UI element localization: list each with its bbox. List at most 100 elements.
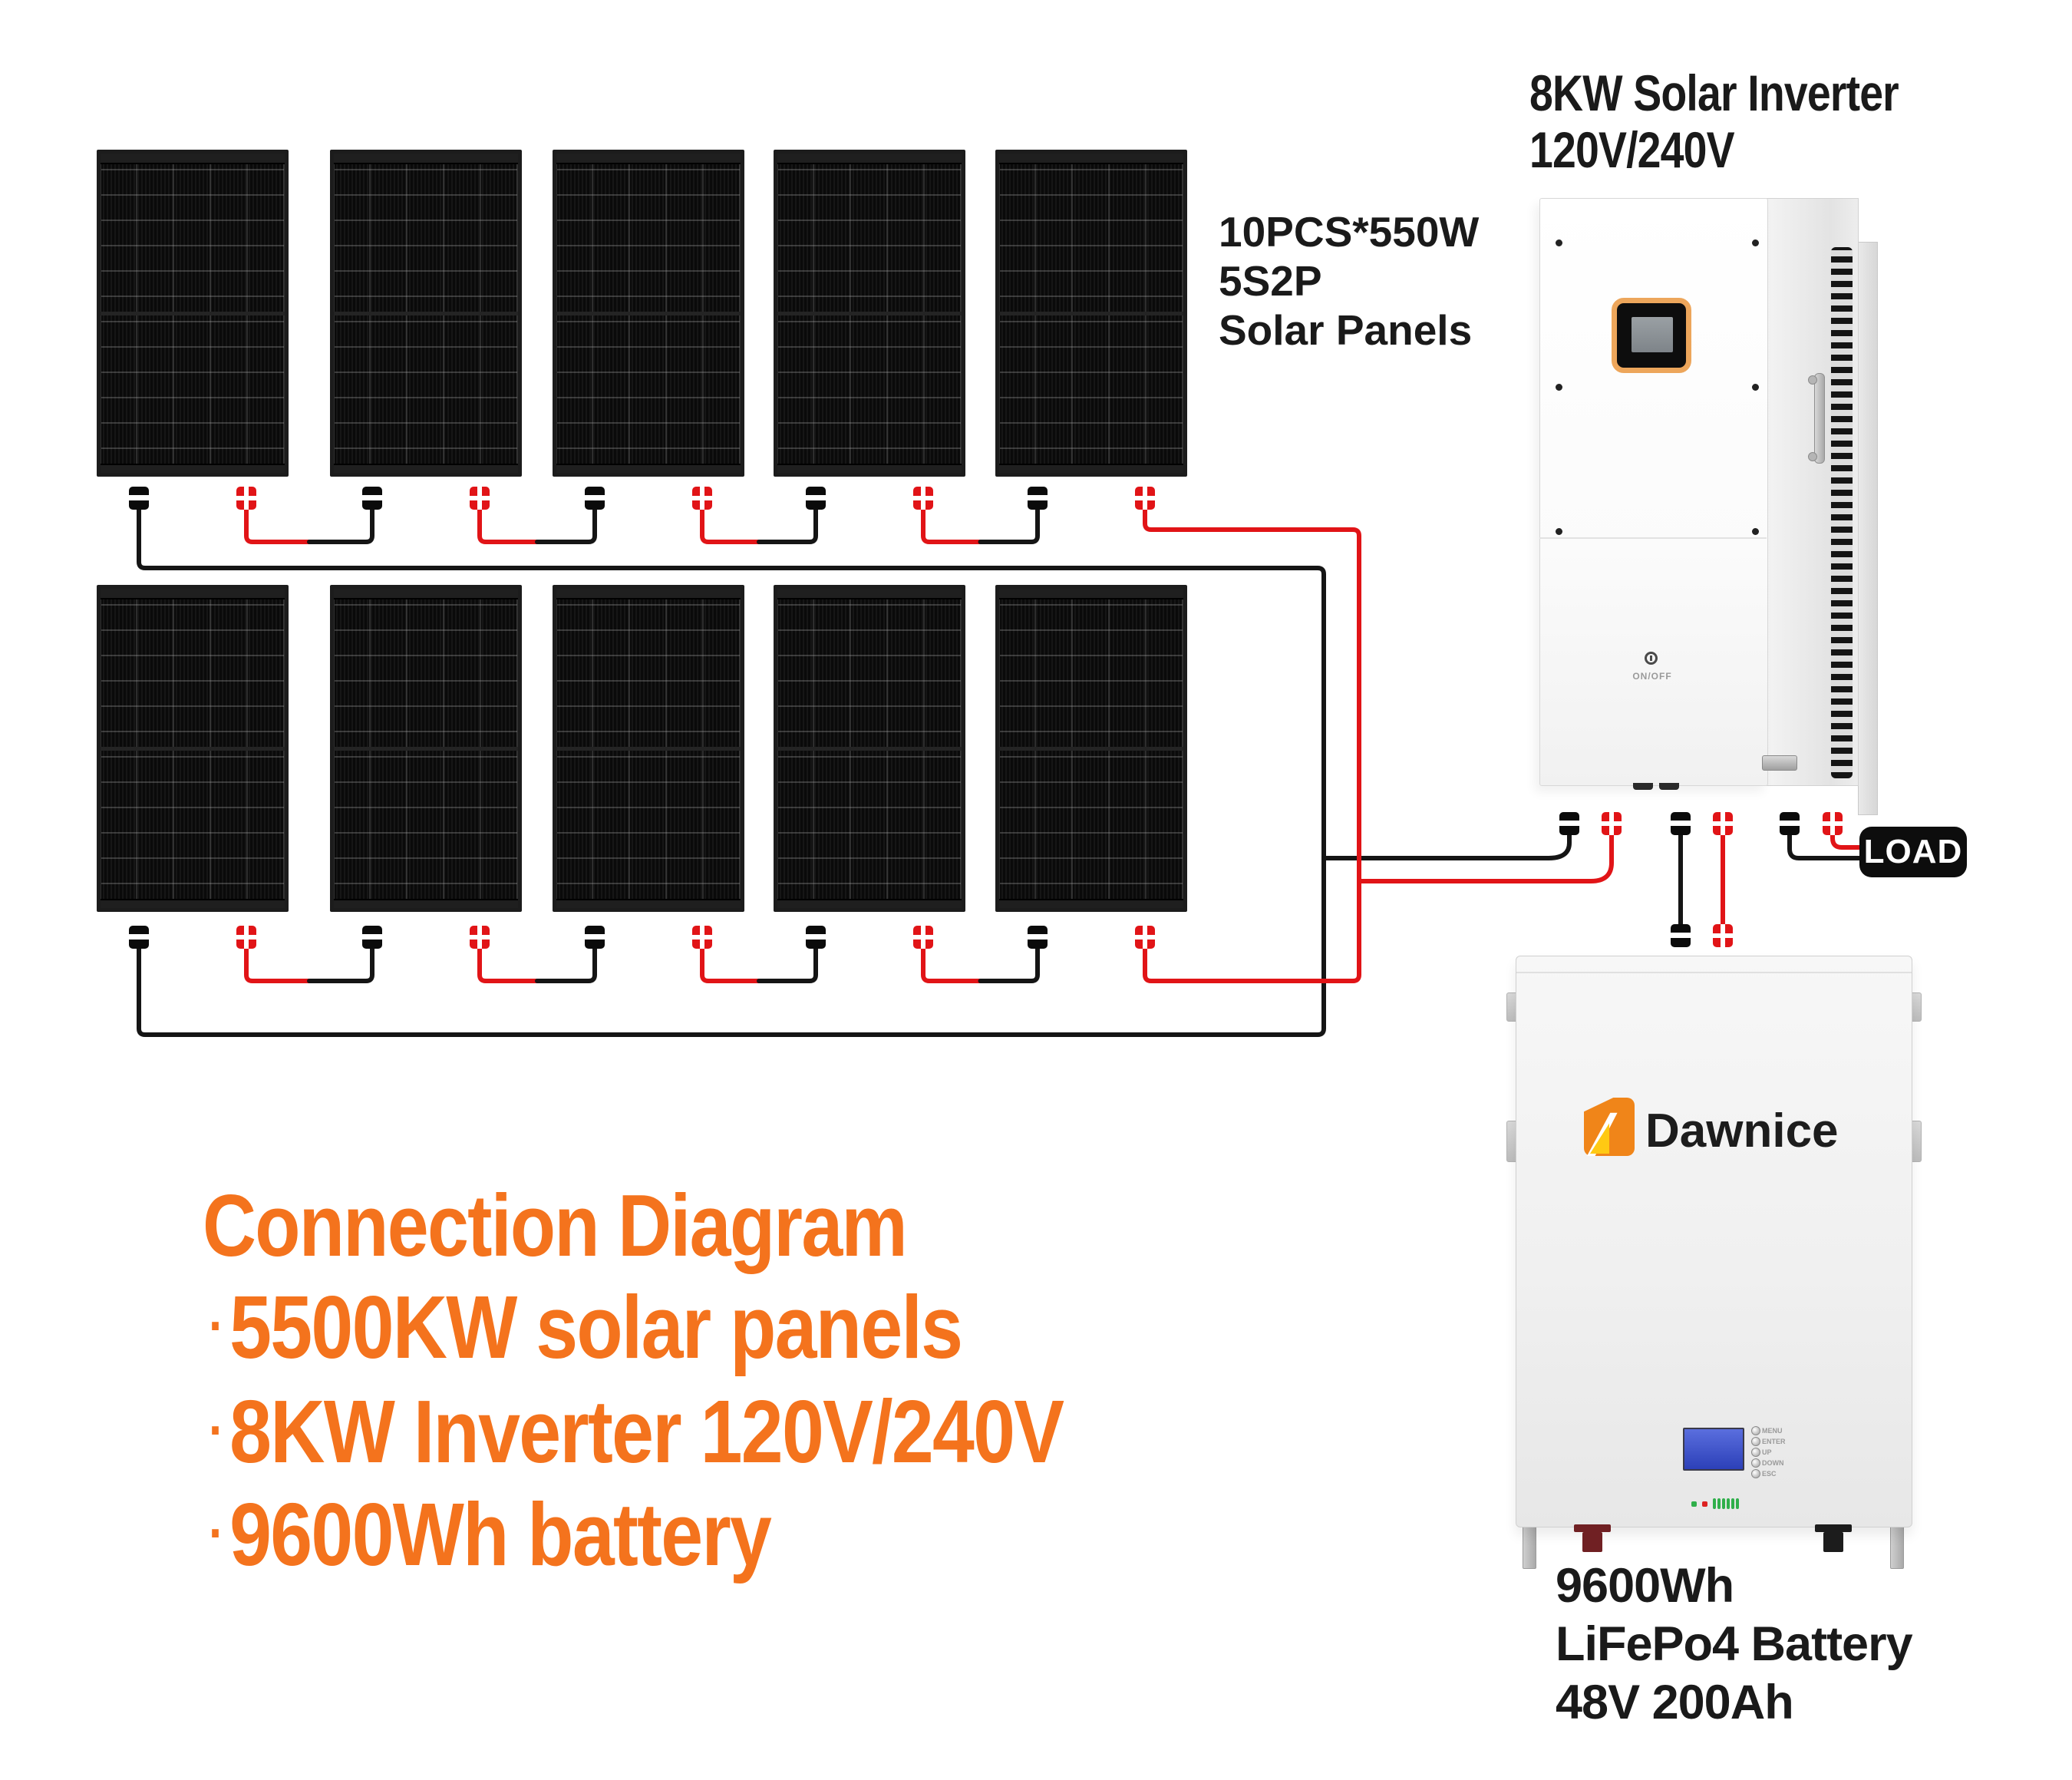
battery-spec-label: 9600Wh LiFePo4 Battery 48V 200Ah — [1556, 1557, 1913, 1732]
brand-wordmark: Dawnice — [1645, 1105, 1839, 1157]
battery-button-menu — [1751, 1426, 1760, 1435]
battery-button-label: ESC — [1762, 1470, 1777, 1478]
solar-panel — [774, 585, 965, 912]
pv-connector-positive-icon — [692, 926, 712, 949]
inverter-wall-bracket — [1858, 242, 1878, 815]
led-indicator-icon — [1713, 1498, 1716, 1509]
led-indicator-icon — [1727, 1498, 1730, 1509]
series-wire-negative — [978, 946, 1040, 983]
inverter-terminal-negative-icon — [1559, 812, 1579, 835]
inverter-terminal-negative-icon — [1671, 812, 1691, 835]
solar-panel — [330, 150, 522, 477]
pv-positive-bus-wire — [1143, 507, 1361, 983]
pv-connector-negative-icon — [585, 487, 605, 510]
bullet-icon: · — [209, 1296, 224, 1358]
pv-connector-positive-icon — [470, 487, 490, 510]
bullet-item-3: · 9600Wh battery — [209, 1483, 772, 1586]
solar-panel — [995, 585, 1187, 912]
battery-button-label: ENTER — [1762, 1438, 1786, 1445]
series-wire-positive — [700, 946, 761, 983]
pv-label-line3: Solar Panels — [1219, 306, 1473, 354]
screw-icon — [1752, 384, 1759, 391]
series-wire-negative — [978, 507, 1040, 544]
inverter-display — [1612, 298, 1691, 373]
pv-label-line1: 10PCS*550W — [1219, 208, 1480, 256]
pv-connector-positive-icon — [470, 926, 490, 949]
battery-button-label: DOWN — [1762, 1459, 1784, 1467]
battery-button-esc — [1751, 1469, 1760, 1478]
solar-panel — [774, 150, 965, 477]
inverter-heatsink-vents-icon — [1831, 247, 1853, 778]
pv-connector-positive-icon — [692, 487, 712, 510]
led-indicator-icon — [1731, 1498, 1734, 1509]
series-wire-positive — [921, 507, 983, 544]
inverter-foot — [1659, 783, 1679, 790]
bullet-icon: · — [209, 1400, 224, 1462]
pv-negative-bus-wire — [137, 507, 1326, 1037]
battery-button-label: MENU — [1762, 1427, 1783, 1435]
battery-button-label: UP — [1762, 1448, 1772, 1456]
series-wire-negative — [757, 507, 818, 544]
inverter-foot — [1633, 783, 1653, 790]
pv-connector-positive-icon — [236, 926, 256, 949]
pv-negative-to-inverter-wire — [1321, 833, 1572, 860]
led-indicator-icon — [1702, 1501, 1707, 1507]
inverter-terminal-positive-icon — [1602, 812, 1622, 835]
pv-connector-positive-icon — [1135, 926, 1155, 949]
battery-wire-connector-positive-icon — [1713, 924, 1733, 947]
pv-label-line2: 5S2P — [1219, 257, 1322, 305]
inverter-title: 8KW Solar Inverter 120V/240V — [1529, 64, 1899, 178]
inverter-title-line1: 8KW Solar Inverter — [1529, 64, 1899, 121]
battery-lid-seam — [1516, 972, 1912, 973]
solar-panel — [330, 585, 522, 912]
series-wire-positive — [477, 946, 539, 983]
battery-wire-connector-negative-icon — [1671, 924, 1691, 947]
pv-connector-positive-icon — [236, 487, 256, 510]
pv-connector-negative-icon — [1028, 487, 1048, 510]
screw-icon — [1556, 384, 1562, 391]
load-negative-wire — [1787, 833, 1862, 860]
pv-positive-to-inverter-wire — [1357, 833, 1614, 883]
inverter-handle — [1808, 373, 1825, 464]
inverter-terminal-positive-icon — [1823, 812, 1843, 835]
series-wire-positive — [244, 507, 312, 544]
battery-spec-line1: 9600Wh — [1556, 1559, 1734, 1613]
pv-connector-negative-icon — [806, 926, 826, 949]
pv-connector-negative-icon — [362, 926, 382, 949]
diagram-title: Connection Diagram — [203, 1177, 908, 1275]
pv-connector-negative-icon — [1028, 926, 1048, 949]
load-positive-wire — [1830, 833, 1862, 850]
series-wire-negative — [307, 946, 374, 983]
bullet-item-3-text: 9600Wh battery — [229, 1484, 772, 1584]
battery-button-up — [1751, 1448, 1760, 1457]
pv-connector-positive-icon — [913, 926, 933, 949]
series-wire-negative — [757, 946, 818, 983]
screw-icon — [1556, 528, 1562, 535]
led-indicator-icon — [1717, 1498, 1721, 1509]
load-box: LOAD — [1859, 827, 1967, 877]
solar-panel — [995, 150, 1187, 477]
series-wire-negative — [535, 946, 597, 983]
screw-icon — [1752, 528, 1759, 535]
bullet-item-1: · 5500KW solar panels — [209, 1276, 963, 1379]
power-button-label: ON/OFF — [1632, 671, 1672, 682]
screw-icon — [1752, 239, 1759, 246]
inverter-front-panel — [1539, 198, 1768, 786]
led-indicator-icon — [1691, 1501, 1697, 1507]
battery-spec-line2: LiFePo4 Battery — [1556, 1617, 1913, 1671]
solar-panels-label: 10PCS*550W 5S2P Solar Panels — [1219, 207, 1479, 355]
pv-connector-negative-icon — [362, 487, 382, 510]
inverter-latch — [1762, 755, 1797, 771]
series-wire-negative — [535, 507, 597, 544]
solar-panel — [97, 150, 289, 477]
led-indicator-icon — [1736, 1498, 1739, 1509]
solar-panel — [553, 585, 744, 912]
solar-panel — [553, 150, 744, 477]
led-indicator-icon — [1722, 1498, 1725, 1509]
series-wire-negative — [307, 507, 374, 544]
load-label: LOAD — [1863, 833, 1963, 870]
inverter-lcd-screen — [1632, 317, 1673, 352]
power-button-icon — [1645, 652, 1658, 665]
